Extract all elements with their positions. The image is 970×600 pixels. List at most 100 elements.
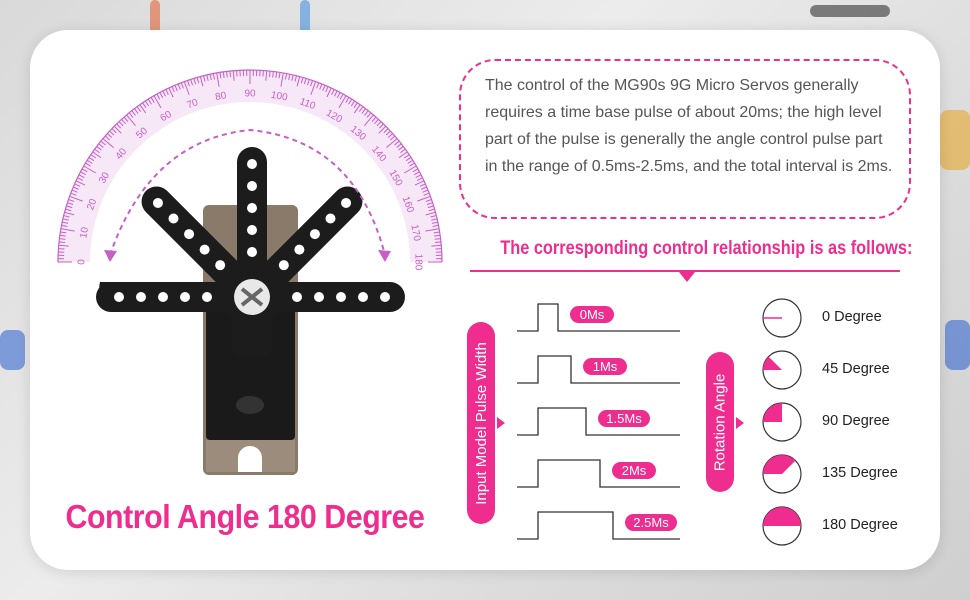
servo-horns	[96, 147, 405, 357]
protractor-tick-label: 160	[400, 195, 416, 215]
protractor-tick-label: 170	[408, 224, 422, 243]
protractor-tick	[326, 87, 332, 98]
relationship-underline	[470, 270, 900, 272]
protractor-tick	[430, 215, 437, 218]
protractor-tick	[284, 73, 288, 80]
protractor-tick-label: 90	[244, 89, 256, 100]
angle-wedge	[763, 507, 801, 526]
horn-hole	[341, 197, 352, 208]
horn-hole	[136, 292, 146, 302]
protractor-tick	[333, 90, 338, 97]
description-text: The control of the MG90s 9G Micro Servos…	[485, 77, 893, 175]
protractor-tick	[232, 70, 235, 81]
protractor-tick	[162, 90, 167, 97]
protractor-tick	[128, 112, 134, 118]
protractor-tick	[85, 162, 91, 167]
protractor-tick	[296, 76, 301, 87]
horn-hole	[247, 225, 257, 235]
protractor-tick-label: 30	[97, 170, 112, 186]
protractor-tick	[416, 177, 423, 181]
pulse-waveform	[517, 355, 680, 384]
horn-hole	[158, 292, 168, 302]
headline: Control Angle 180 Degree	[65, 498, 425, 535]
horn-hole	[358, 292, 368, 302]
protractor-tick	[116, 123, 122, 129]
protractor-tick-label: 70	[185, 97, 200, 111]
protractor-tick	[374, 118, 379, 125]
horn-hole	[336, 292, 346, 302]
protractor-tick	[405, 157, 412, 162]
protractor-tick	[385, 130, 391, 136]
protractor-tick	[219, 72, 222, 79]
protractor-tick-label: 0	[77, 259, 88, 265]
protractor-tick	[226, 71, 228, 78]
protractor-tick	[88, 157, 95, 162]
horn-hole	[309, 229, 320, 240]
protractor-tick	[268, 70, 271, 78]
protractor-tick	[423, 192, 430, 196]
protractor-tick	[325, 86, 329, 93]
background-wire	[940, 110, 970, 170]
background-wire	[945, 320, 970, 370]
protractor-tick-label: 180	[412, 254, 423, 271]
protractor-tick	[62, 218, 69, 221]
horn-hole	[314, 292, 324, 302]
protractor-tick	[358, 106, 364, 112]
protractor-tick	[209, 74, 212, 81]
protractor-tick	[59, 238, 66, 240]
protractor-tick	[118, 121, 124, 127]
horn-hole	[180, 292, 190, 302]
protractor-tick	[68, 199, 75, 202]
protractor-tick	[165, 89, 169, 96]
angle-wedge	[763, 403, 782, 422]
protractor-tick	[113, 125, 122, 134]
pulse-label: 1Ms	[583, 358, 627, 375]
background-wire	[300, 0, 310, 35]
background-wire	[150, 0, 160, 40]
protractor-tick	[310, 81, 317, 95]
protractor-tick	[174, 85, 178, 91]
angle-label: 90 Degree	[822, 413, 890, 429]
protractor-tick	[364, 114, 374, 126]
protractor-tick	[353, 104, 361, 114]
protractor-tick	[433, 231, 440, 234]
protractor-tick	[366, 112, 372, 118]
horn-hole	[184, 229, 195, 240]
protractor-tick	[136, 106, 142, 112]
protractor-tick	[126, 114, 136, 126]
protractor-tick	[387, 133, 394, 138]
horn-hole	[247, 159, 257, 169]
protractor-tick	[376, 121, 382, 127]
mount-slot	[238, 446, 262, 472]
protractor-tick	[432, 224, 439, 228]
protractor-tick	[180, 82, 184, 89]
protractor-tick	[156, 93, 161, 100]
protractor-band	[58, 70, 442, 262]
protractor-tick	[58, 241, 66, 244]
protractor-tick	[74, 183, 81, 187]
protractor-tick	[81, 168, 88, 173]
protractor-tick	[336, 92, 341, 99]
protractor-tick	[121, 118, 126, 125]
horn-hole	[380, 292, 390, 302]
protractor-tick	[147, 98, 152, 105]
protractor-tick	[131, 110, 136, 116]
pulse-waveform	[517, 407, 680, 436]
horn-hole	[215, 260, 226, 271]
protractor-tick-label: 60	[159, 109, 175, 124]
horn-hole	[325, 213, 336, 224]
protractor-tick	[412, 168, 419, 173]
horn-hole	[114, 292, 124, 302]
protractor-tick	[339, 93, 344, 100]
protractor-tick	[407, 159, 414, 164]
protractor-tick	[288, 74, 291, 81]
protractor-tick	[383, 128, 389, 134]
protractor-tick-label: 80	[214, 90, 227, 103]
protractor-tick	[145, 100, 150, 107]
servo-motor	[96, 147, 405, 475]
protractor-tick	[77, 177, 84, 181]
protractor-tick	[67, 202, 74, 205]
protractor-tick	[64, 211, 75, 216]
servo-screw	[236, 396, 264, 414]
